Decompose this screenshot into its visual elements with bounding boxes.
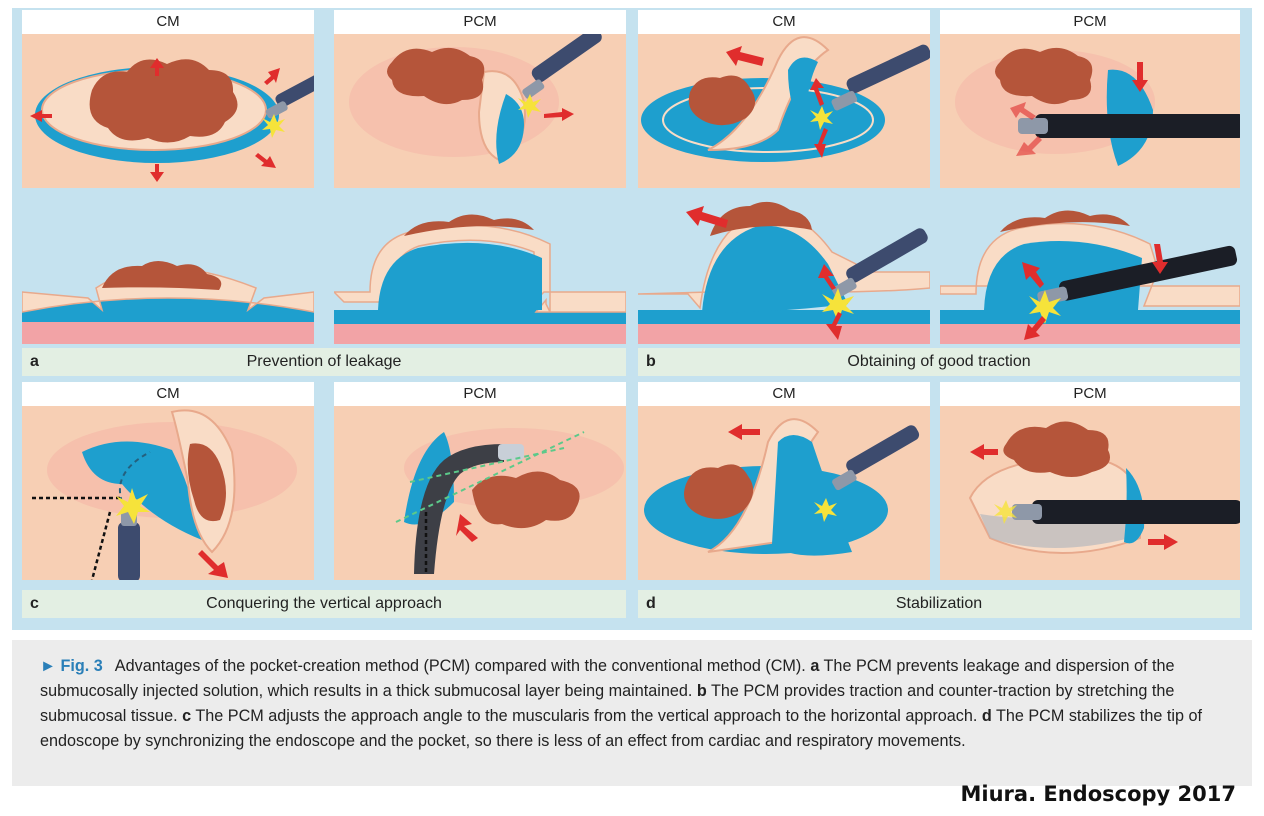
red-arrow-icon xyxy=(1010,62,1148,156)
panel-title: PCM xyxy=(334,382,626,406)
red-arrow-icon xyxy=(728,424,760,440)
endoscope-icon xyxy=(522,27,602,99)
caption-intro: Advantages of the pocket-creation method… xyxy=(114,657,806,675)
panel-title: PCM xyxy=(334,10,626,34)
endoscope-icon xyxy=(265,70,314,119)
panel-label-d: Stabilization xyxy=(895,595,983,612)
red-arrow-icon xyxy=(456,514,478,542)
panel-d-pcm: PCM xyxy=(940,382,1240,580)
panel-title: PCM xyxy=(940,10,1240,34)
panel-a-pcm: PCM xyxy=(334,10,626,188)
cutting-spark-icon xyxy=(994,500,1017,524)
cross-section-a-cm xyxy=(22,192,314,344)
panel-b-cm: CM xyxy=(638,10,930,188)
panel-letter-c: c xyxy=(30,595,39,612)
caption-key-c: c xyxy=(182,707,192,725)
label-bar-c: c Conquering the vertical approach xyxy=(22,590,626,618)
cross-section-b-pcm xyxy=(940,192,1240,344)
caption-key-d: d xyxy=(981,707,992,725)
cutting-spark-icon xyxy=(814,498,837,522)
red-arrow-icon xyxy=(686,206,842,340)
endoscope-icon xyxy=(832,425,920,491)
cross-section-b-cm xyxy=(638,192,930,344)
endoscope-icon xyxy=(1035,114,1240,138)
panel-c-cm: CM xyxy=(22,382,314,580)
panel-title: PCM xyxy=(940,382,1240,406)
cutting-spark-icon xyxy=(262,114,285,138)
panel-title: CM xyxy=(22,382,314,406)
lesion-illustration xyxy=(955,47,1240,166)
label-bar-a: a Prevention of leakage xyxy=(22,348,626,376)
lesion-illustration xyxy=(644,418,920,556)
panel-title: CM xyxy=(638,382,930,406)
panel-b-pcm: PCM xyxy=(940,10,1240,188)
figure-3: CM PCM CM xyxy=(12,8,1252,630)
panel-title: CM xyxy=(638,10,930,34)
red-arrow-icon xyxy=(726,46,828,158)
panel-a-cm: CM xyxy=(22,10,314,188)
red-arrow-icon xyxy=(544,108,574,121)
red-arrow-icon xyxy=(198,550,228,578)
lesion-illustration xyxy=(641,36,930,162)
panel-c-pcm: PCM xyxy=(334,382,626,580)
caption-key-a: a xyxy=(810,657,820,675)
source-credit: Miura. Endoscopy 2017 xyxy=(960,782,1236,806)
caption-text-b: The PCM provides traction and counter-tr… xyxy=(40,682,1175,725)
label-bar-b: b Obtaining of good traction xyxy=(638,348,1240,376)
panel-letter-a: a xyxy=(30,353,39,370)
panel-label-a: Prevention of leakage xyxy=(246,353,402,370)
caption-text-a: The PCM prevents leakage and dispersion … xyxy=(40,657,1175,700)
caption-text-c: The PCM adjusts the approach angle to th… xyxy=(195,707,978,725)
endoscope-icon xyxy=(498,444,524,460)
lesion-illustration xyxy=(395,428,624,574)
cutting-spark-icon xyxy=(518,94,541,118)
endoscope-icon xyxy=(1032,500,1240,524)
endoscope-icon xyxy=(831,44,930,111)
cutting-spark-icon xyxy=(1029,290,1061,324)
cutting-spark-icon xyxy=(116,488,150,524)
figure-label: ► Fig. 3 xyxy=(40,657,103,675)
panel-label-c: Conquering the vertical approach xyxy=(206,595,442,612)
panel-title: CM xyxy=(22,10,314,34)
figure-caption: ► Fig. 3 Advantages of the pocket-creatio… xyxy=(12,640,1252,786)
lesion-illustration xyxy=(32,409,297,580)
panel-d-cm: CM xyxy=(638,382,930,580)
panel-label-b: Obtaining of good traction xyxy=(847,353,1031,370)
cross-section-a-pcm xyxy=(334,192,626,344)
lesion-illustration xyxy=(349,27,602,164)
caption-text-d: The PCM stabilizes the tip of endoscope … xyxy=(40,707,1202,750)
caption-key-b: b xyxy=(696,682,707,700)
panel-letter-d: d xyxy=(646,595,656,612)
lesion-illustration xyxy=(968,421,1240,554)
cutting-spark-icon xyxy=(822,288,854,322)
label-bar-d: d Stabilization xyxy=(638,590,1240,618)
cutting-spark-icon xyxy=(810,106,833,130)
red-arrow-icon xyxy=(30,58,280,182)
red-arrow-icon xyxy=(970,444,1178,550)
panel-letter-b: b xyxy=(646,353,656,370)
lesion-illustration xyxy=(30,58,314,182)
red-arrow-icon xyxy=(1022,244,1168,340)
endoscope-icon xyxy=(118,510,140,580)
